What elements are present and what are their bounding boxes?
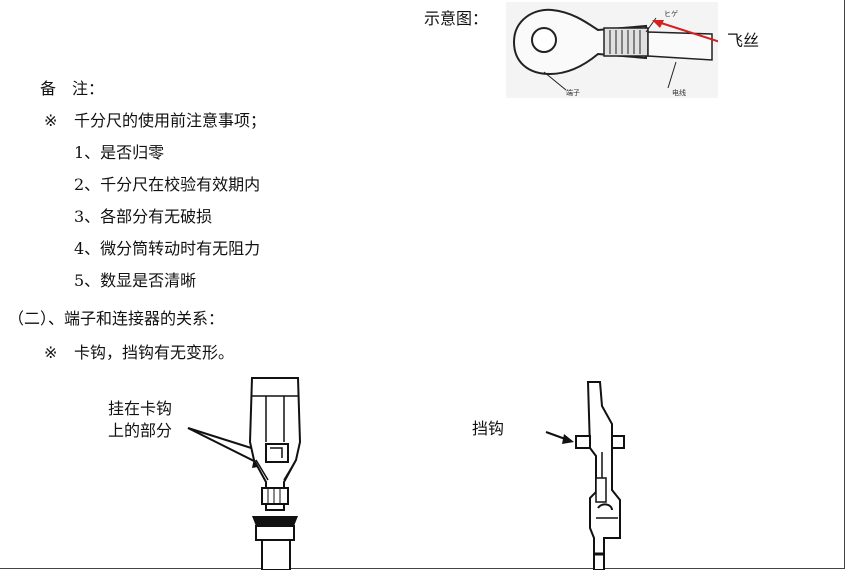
hook-label-line2: 上的部分 bbox=[108, 421, 173, 440]
fig-small-label: ヒゲ bbox=[664, 9, 678, 18]
ring-terminal-figure: ヒゲ 端子 电线 bbox=[506, 2, 718, 98]
list-item: 4、微分筒转动时有无阻力 bbox=[74, 239, 261, 258]
section1-title: 千分尺的使用前注意事项； bbox=[74, 111, 267, 130]
wire bbox=[261, 539, 291, 570]
fig-wire-label: 电线 bbox=[672, 88, 686, 97]
list-item: 5、数显是否清晰 bbox=[74, 271, 197, 290]
list-item: 3、各部分有无破损 bbox=[74, 207, 213, 226]
stop-hook-label: 挡钩 bbox=[472, 419, 505, 438]
red-arrow-line bbox=[657, 21, 718, 43]
ring-hole bbox=[531, 27, 557, 53]
insulation-crimp bbox=[252, 516, 298, 526]
section2-mark: ※ bbox=[44, 343, 58, 362]
hook-label-line1: 挂在卡钩 bbox=[108, 399, 173, 418]
list-item: 1、是否归零 bbox=[74, 143, 165, 162]
section2-title: （二）、端子和连接器的关系： bbox=[8, 309, 225, 328]
latch-hook-figure bbox=[187, 377, 302, 570]
remark-heading: 备 注： bbox=[40, 79, 105, 98]
section2-subtitle: 卡钩，挡钩有无变形。 bbox=[74, 343, 235, 362]
leader-arrow-head bbox=[562, 434, 574, 444]
stop-hook bbox=[575, 435, 591, 449]
flying-wire-label: 飞丝 bbox=[727, 31, 760, 50]
fig-terminal-label: 端子 bbox=[566, 88, 580, 97]
section1-mark: ※ bbox=[44, 111, 58, 130]
terminal-profile bbox=[586, 381, 621, 570]
red-arrow-head bbox=[652, 20, 664, 28]
stop-hook-figure bbox=[545, 381, 625, 570]
crimp-barrel bbox=[603, 27, 649, 57]
latch-hook bbox=[265, 443, 289, 463]
diagram-label: 示意图： bbox=[424, 9, 489, 28]
list-item: 2、千分尺在校验有效期内 bbox=[74, 175, 261, 194]
